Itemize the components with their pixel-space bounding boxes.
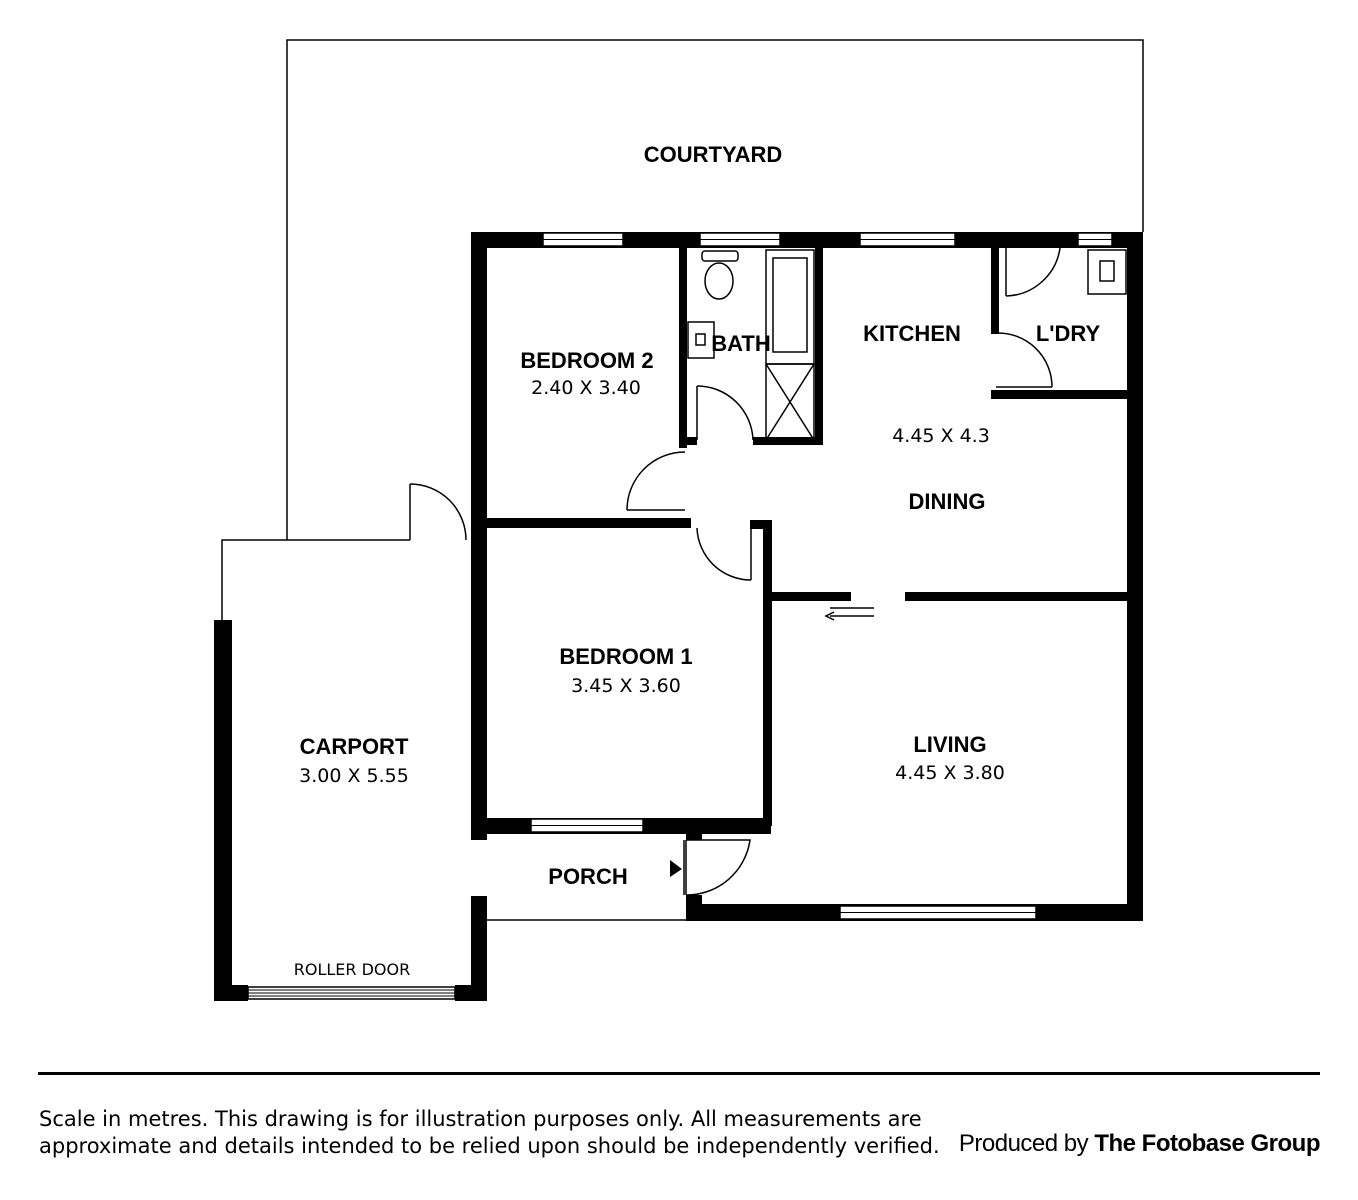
bedroom2-size: 2.40 X 3.40	[531, 377, 641, 399]
wall-right	[1127, 232, 1143, 921]
produced-by-text: Produced by	[958, 1130, 1089, 1157]
wall-bath-stub	[687, 437, 697, 445]
carport-boundary	[221, 539, 410, 622]
floor-plan: COURTYARD BEDROOM 2 2.40 X 3.40 BATH KIT…	[214, 39, 1144, 1001]
disclaimer: Scale in metres. This drawing is for ill…	[39, 1106, 999, 1160]
disclaimer-line-1: Scale in metres. This drawing is for ill…	[39, 1107, 922, 1131]
laundry-label: L'DRY	[1036, 321, 1101, 346]
wall-bed2-bath	[679, 248, 687, 448]
courtyard-label: COURTYARD	[644, 142, 783, 167]
wall-ldry-left	[991, 248, 999, 334]
wall-top	[471, 232, 1143, 248]
footer-divider	[38, 1072, 1320, 1075]
bedroom1-size: 3.45 X 3.60	[571, 675, 681, 697]
kitchen-dining-size: 4.45 X 4.3	[892, 425, 990, 447]
wall-porch-right	[686, 825, 702, 840]
roller-door-label: ROLLER DOOR	[294, 960, 410, 979]
producer-credit: Produced by The Fotobase Group	[958, 1130, 1321, 1158]
porch-label: PORCH	[548, 864, 627, 889]
wall-carport-left	[214, 620, 232, 1001]
wall-ldry-bottom	[991, 390, 1136, 399]
windows	[247, 232, 1113, 1000]
wall-bath-right	[815, 248, 823, 444]
wall-porch-jamb	[686, 895, 702, 921]
wall-dining-living-left	[771, 592, 851, 601]
disclaimer-line-2: approximate and details intended to be r…	[39, 1134, 940, 1158]
kitchen-label: KITCHEN	[863, 321, 961, 346]
living-label: LIVING	[913, 732, 986, 757]
bath-label: BATH	[711, 331, 770, 356]
wall-bed1-jamb	[750, 520, 772, 529]
living-size: 4.45 X 3.80	[895, 762, 1005, 784]
wall-bath-bottom	[753, 437, 823, 445]
dining-label: DINING	[909, 489, 986, 514]
brand-name: The Fotobase Group	[1094, 1130, 1320, 1157]
carport-size: 3.00 X 5.55	[299, 765, 409, 787]
wall-dining-living-right	[905, 592, 1135, 601]
wall-carport-right	[471, 896, 487, 1001]
wall-bed1-right	[763, 520, 772, 826]
courtyard-boundary	[286, 39, 1144, 540]
bath-fixtures	[687, 249, 1127, 441]
wall-carport-bottom-left	[214, 985, 248, 1001]
bedroom1-label: BEDROOM 1	[559, 644, 692, 669]
carport-label: CARPORT	[300, 734, 409, 759]
sliding-door-arrow	[824, 607, 874, 621]
wall-left-house	[471, 232, 487, 840]
bedroom2-label: BEDROOM 2	[520, 348, 653, 373]
doors	[409, 247, 1061, 896]
wall-bed2-bottom	[471, 518, 691, 528]
